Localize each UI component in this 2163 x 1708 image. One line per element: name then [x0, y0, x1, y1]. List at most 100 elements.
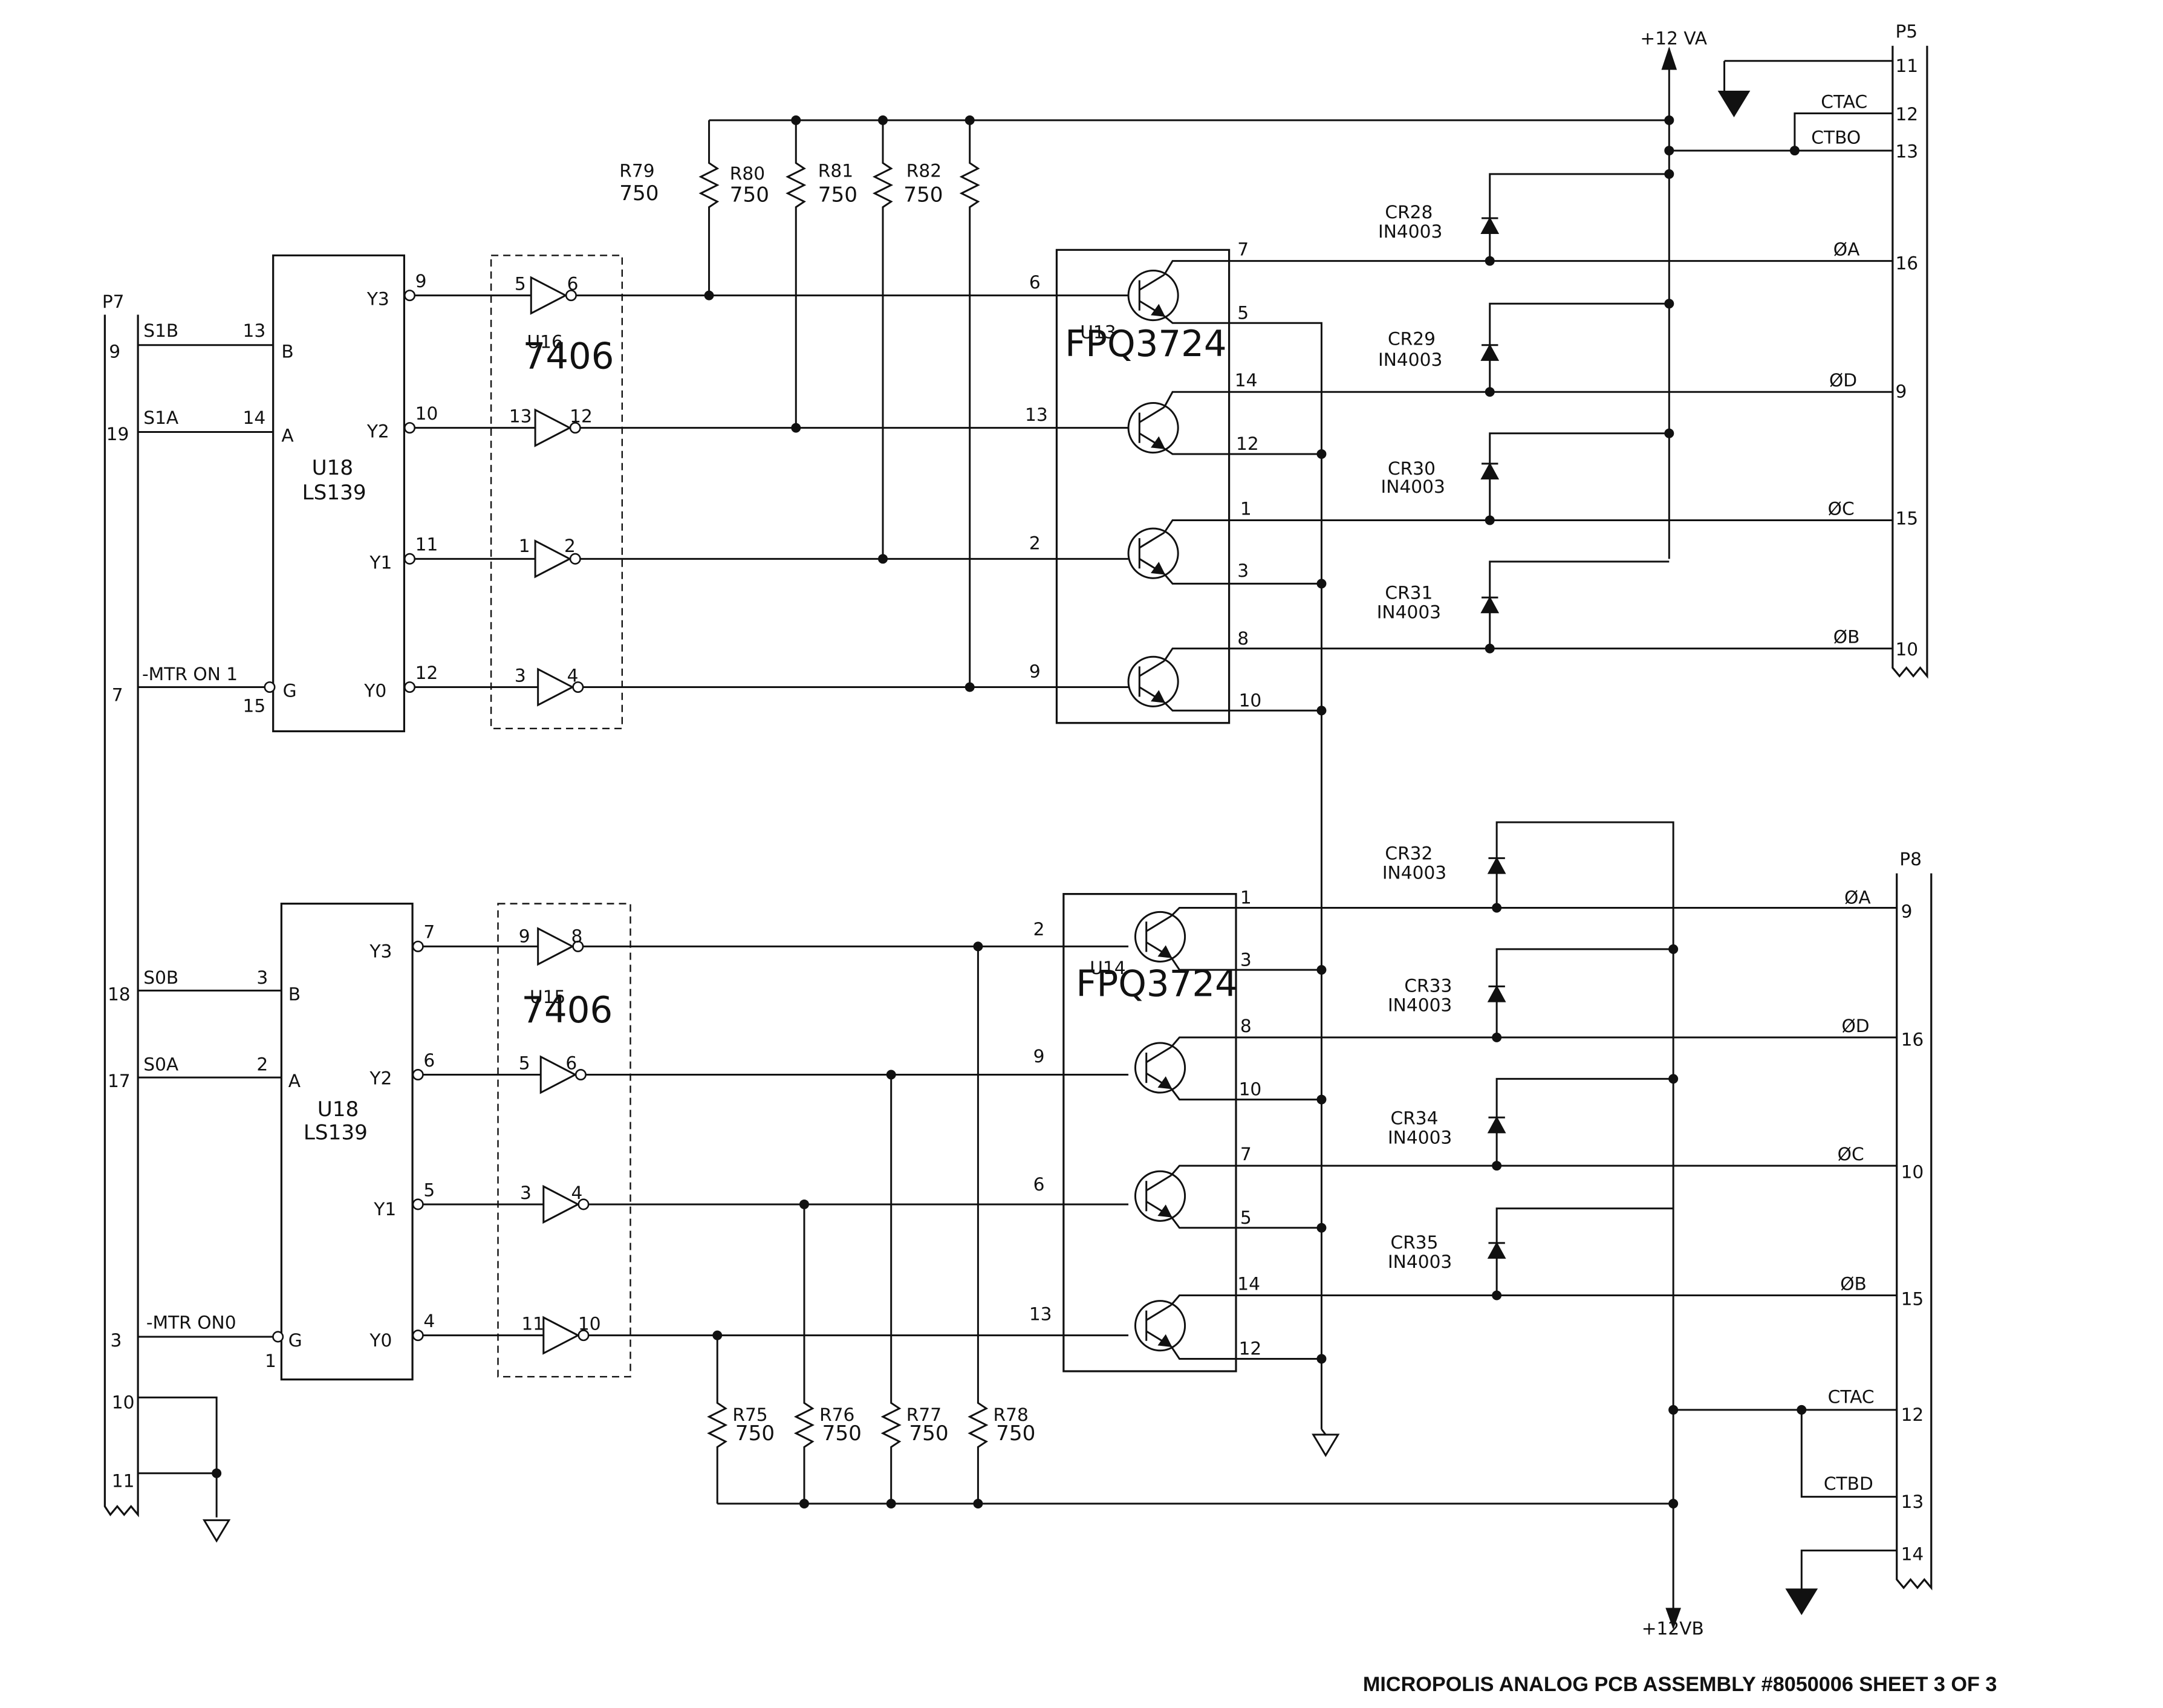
phase-label: ØC — [1828, 498, 1855, 519]
diode-ref: CR32 — [1385, 843, 1433, 864]
resistor-value: 750 — [822, 1421, 862, 1446]
diode-ref: CR35 — [1391, 1232, 1439, 1253]
resistor-ref: R78 — [994, 1404, 1029, 1425]
pin-number: 12 — [1239, 1338, 1262, 1359]
inverter-ref: U16 — [527, 331, 562, 352]
pin-number: 5 — [1237, 302, 1249, 323]
resistor-r80 — [788, 120, 804, 428]
p5-pin: 15 — [1895, 507, 1918, 528]
pin-number: 7 — [1237, 238, 1249, 259]
phase-label: ØA — [1833, 238, 1860, 259]
pin-number: 2 — [1033, 918, 1045, 940]
pin-number: 7 — [1240, 1143, 1252, 1164]
p5-pin: 10 — [1895, 638, 1918, 660]
pin-number: 14 — [243, 407, 266, 428]
p8-pin: 12 — [1901, 1404, 1924, 1425]
pin-number: 14 — [1235, 369, 1258, 391]
phase-label: ØD — [1829, 369, 1857, 391]
pin-number: 5 — [515, 273, 526, 294]
p7-label: P7 — [102, 291, 125, 312]
pin-number: 4 — [571, 1182, 582, 1203]
pin-number: 11 — [521, 1313, 544, 1334]
signal-label: S1B — [143, 320, 178, 341]
pin-number: 1 — [519, 535, 530, 556]
decoder-input-b: B — [288, 983, 301, 1004]
bottom-flyback-diodes: CR32 IN4003 CR33 IN4003 CR34 IN4003 CR35… — [1382, 822, 1897, 1639]
p8-pin: 16 — [1901, 1029, 1924, 1050]
pin-number: 12 — [570, 405, 593, 426]
p8-pin: 13 — [1901, 1491, 1924, 1512]
npn-transistor — [1135, 1043, 1185, 1093]
resistor-r81 — [874, 120, 891, 559]
diode-cr31 — [1482, 597, 1498, 612]
resistor-value: 750 — [619, 181, 659, 206]
power-label-12va: +12 VA — [1640, 27, 1707, 48]
diode-part: IN4003 — [1381, 476, 1445, 497]
pin-number: 8 — [1240, 1015, 1252, 1036]
pin-number: 2 — [1029, 532, 1041, 553]
diode-cr28 — [1482, 218, 1498, 233]
connector-p8: P8 9 16 10 15 12 13 14 — [1897, 848, 1931, 1588]
decoder-input-g: G — [283, 680, 297, 701]
diode-ref: CR33 — [1404, 975, 1452, 996]
pin-number: 13 — [243, 320, 266, 341]
pin-number: 6 — [423, 1050, 435, 1071]
p7-pin: 7 — [112, 684, 123, 705]
diode-ref: CR29 — [1388, 328, 1436, 349]
npn-transistor — [1128, 528, 1178, 578]
decoder-ref: U18 — [312, 456, 354, 480]
pin-number: 12 — [415, 662, 438, 683]
resistor-value: 750 — [735, 1421, 775, 1446]
npn-transistor — [1135, 1301, 1185, 1351]
resistor-r75 — [709, 1336, 726, 1504]
top-decoder-outputs: 9 10 11 12 — [405, 270, 538, 692]
pin-number: 6 — [1033, 1174, 1045, 1195]
p5-pin: 13 — [1895, 140, 1918, 161]
phase-label: ØC — [1838, 1143, 1864, 1164]
resistor-value: 750 — [730, 183, 769, 207]
top-decoder-inputs: S1B S1A -MTR ON 1 13 14 15 — [138, 320, 275, 716]
diode-part: IN4003 — [1378, 349, 1442, 370]
inverter-package-u16: U16 7406 5 13 1 3 6 12 2 4 — [491, 255, 622, 728]
transistor-array-u14: U14 FPQ3724 2 9 6 13 1 3 8 10 7 5 14 12 — [1029, 887, 1897, 1456]
decoder-u18-bottom: U18 LS139 B A G Y3 Y2 Y1 Y0 — [281, 904, 412, 1380]
decoder-part: LS139 — [302, 481, 366, 505]
p8-pin: 9 — [1901, 900, 1913, 921]
decoder-input-a: A — [288, 1070, 301, 1091]
power-label-12vb: +12VB — [1642, 1618, 1704, 1639]
diode-cr35 — [1488, 1243, 1504, 1258]
pin-number: 13 — [1029, 1304, 1052, 1325]
decoder-ref: U18 — [317, 1097, 359, 1122]
p7-pin: 9 — [109, 340, 120, 362]
pin-number: 13 — [509, 405, 532, 426]
resistor-value: 750 — [909, 1421, 948, 1446]
inverter-gate — [541, 1057, 585, 1093]
decoder-part: LS139 — [304, 1121, 368, 1145]
transistor-array-ref: U13 — [1080, 321, 1116, 342]
diode-cr29 — [1482, 345, 1498, 360]
decoder-output: Y0 — [369, 1330, 392, 1351]
pin-number: 3 — [256, 967, 268, 988]
p5-pin: 12 — [1895, 103, 1918, 125]
resistor-ref: R76 — [819, 1404, 854, 1425]
resistor-ref: R82 — [906, 160, 942, 181]
pin-number: 5 — [423, 1179, 435, 1200]
diode-ref: CR34 — [1391, 1108, 1439, 1129]
diode-part: IN4003 — [1382, 862, 1446, 883]
ground-icon — [1313, 1435, 1338, 1455]
diode-ref: CR30 — [1388, 458, 1436, 479]
phase-label: ØA — [1844, 887, 1871, 908]
pin-number: 1 — [265, 1350, 276, 1371]
pin-number: 14 — [1237, 1273, 1260, 1294]
pin-number: 9 — [519, 926, 530, 947]
pin-number: 12 — [1236, 433, 1259, 454]
resistor-ref: R77 — [906, 1404, 942, 1425]
pin-number: 11 — [415, 534, 438, 555]
diode-part: IN4003 — [1388, 1251, 1452, 1272]
pin-number: 9 — [415, 270, 427, 291]
p5-pin: 16 — [1895, 252, 1918, 273]
pin-number: 1 — [1240, 887, 1252, 908]
diode-part: IN4003 — [1388, 995, 1452, 1016]
pin-number: 4 — [567, 664, 579, 686]
